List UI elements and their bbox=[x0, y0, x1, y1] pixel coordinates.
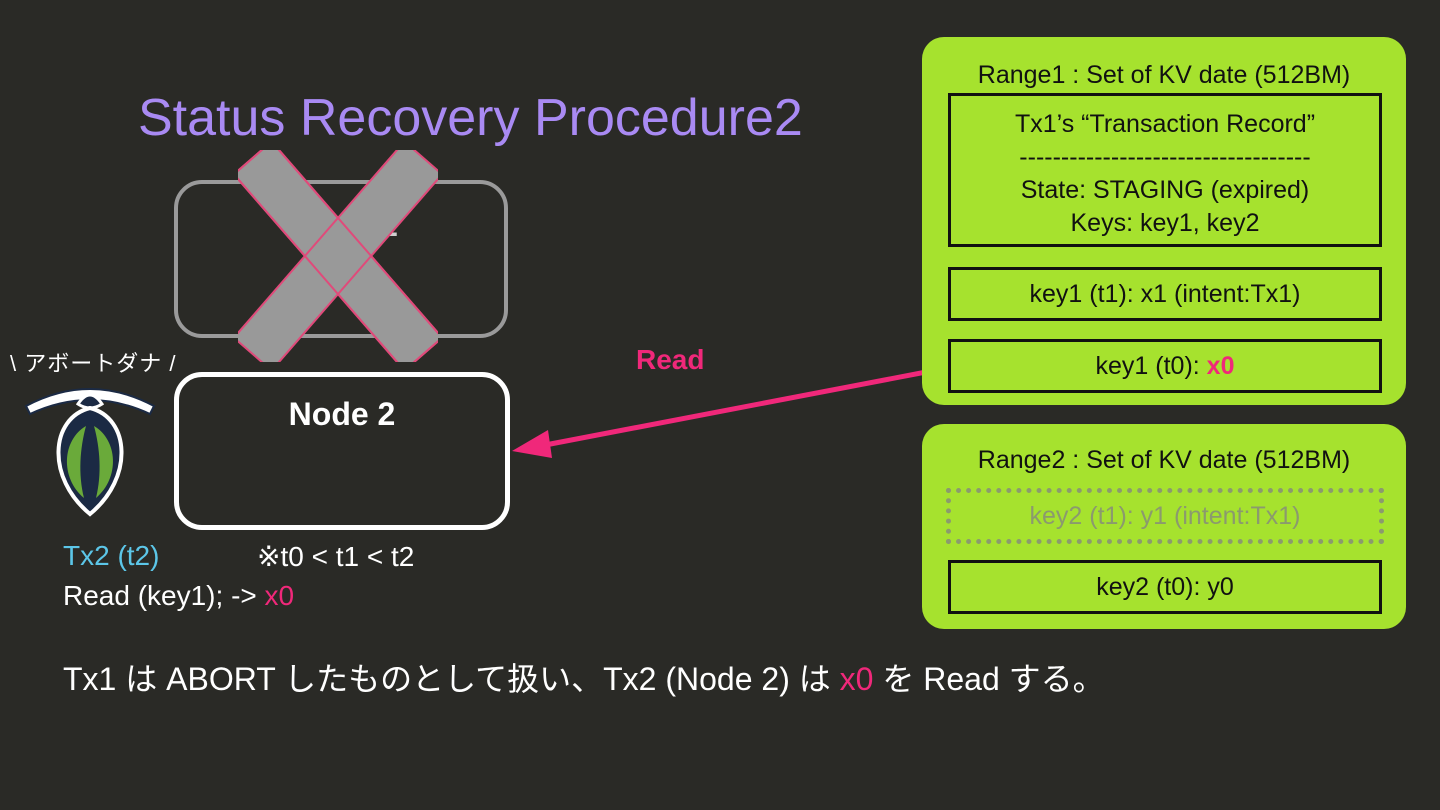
read-op-value: x0 bbox=[264, 580, 295, 611]
transaction-record: Tx1’s “Transaction Record” -------------… bbox=[948, 93, 1382, 247]
record-state: State: STAGING (expired) bbox=[1020, 176, 1310, 204]
key1-t0-value: x0 bbox=[1206, 352, 1235, 380]
record-keys: Keys: key1, key2 bbox=[1070, 209, 1260, 237]
read-op-text: Read (key1); -> bbox=[63, 580, 265, 611]
page-title: Status Recovery Procedure2 bbox=[138, 89, 803, 147]
key1-t0-entry: key1 (t0): x0 bbox=[948, 339, 1382, 393]
summary-part1: Tx1 は ABORT したものとして扱い、Tx2 (Node 2) は bbox=[63, 661, 840, 697]
range1-panel: Range1 : Set of KV date (512BM) Tx1’s “T… bbox=[922, 37, 1406, 405]
range2-panel: Range2 : Set of KV date (512BM) key2 (t1… bbox=[922, 424, 1406, 629]
summary-value: x0 bbox=[839, 661, 874, 697]
cockroach-mascot-icon bbox=[24, 388, 156, 517]
tx2-label: Tx2 (t2) bbox=[63, 540, 160, 571]
summary-text: Tx1 は ABORT したものとして扱い、Tx2 (Node 2) は x0 … bbox=[63, 654, 1105, 700]
range2-title: Range2 : Set of KV date (512BM) bbox=[977, 446, 1351, 474]
tx2-read-operation: Read (key1); -> x0 bbox=[63, 580, 294, 612]
read-arrow-label: Read bbox=[636, 344, 705, 375]
key1-t1-entry: key1 (t1): x1 (intent:Tx1) bbox=[948, 267, 1382, 321]
summary-part2: を Read する。 bbox=[873, 661, 1105, 697]
time-condition: ※t0 < t1 < t2 bbox=[257, 541, 415, 572]
record-divider: ----------------------------------- bbox=[1019, 143, 1311, 171]
node2-box bbox=[174, 372, 510, 530]
range1-title: Range1 : Set of KV date (512BM) bbox=[977, 61, 1351, 89]
node1-box bbox=[174, 180, 508, 338]
cross-icon bbox=[238, 150, 438, 362]
key2-t1-entry: key2 (t1): y1 (intent:Tx1) bbox=[946, 488, 1384, 544]
node2-label: Node 2 bbox=[288, 396, 396, 432]
record-heading: Tx1’s “Transaction Record” bbox=[1014, 110, 1316, 138]
key1-t0-text: key1 (t0): bbox=[1095, 352, 1207, 380]
mascot-caption: \ アボートダナ / bbox=[10, 351, 177, 376]
key2-t0-entry: key2 (t0): y0 bbox=[948, 560, 1382, 614]
